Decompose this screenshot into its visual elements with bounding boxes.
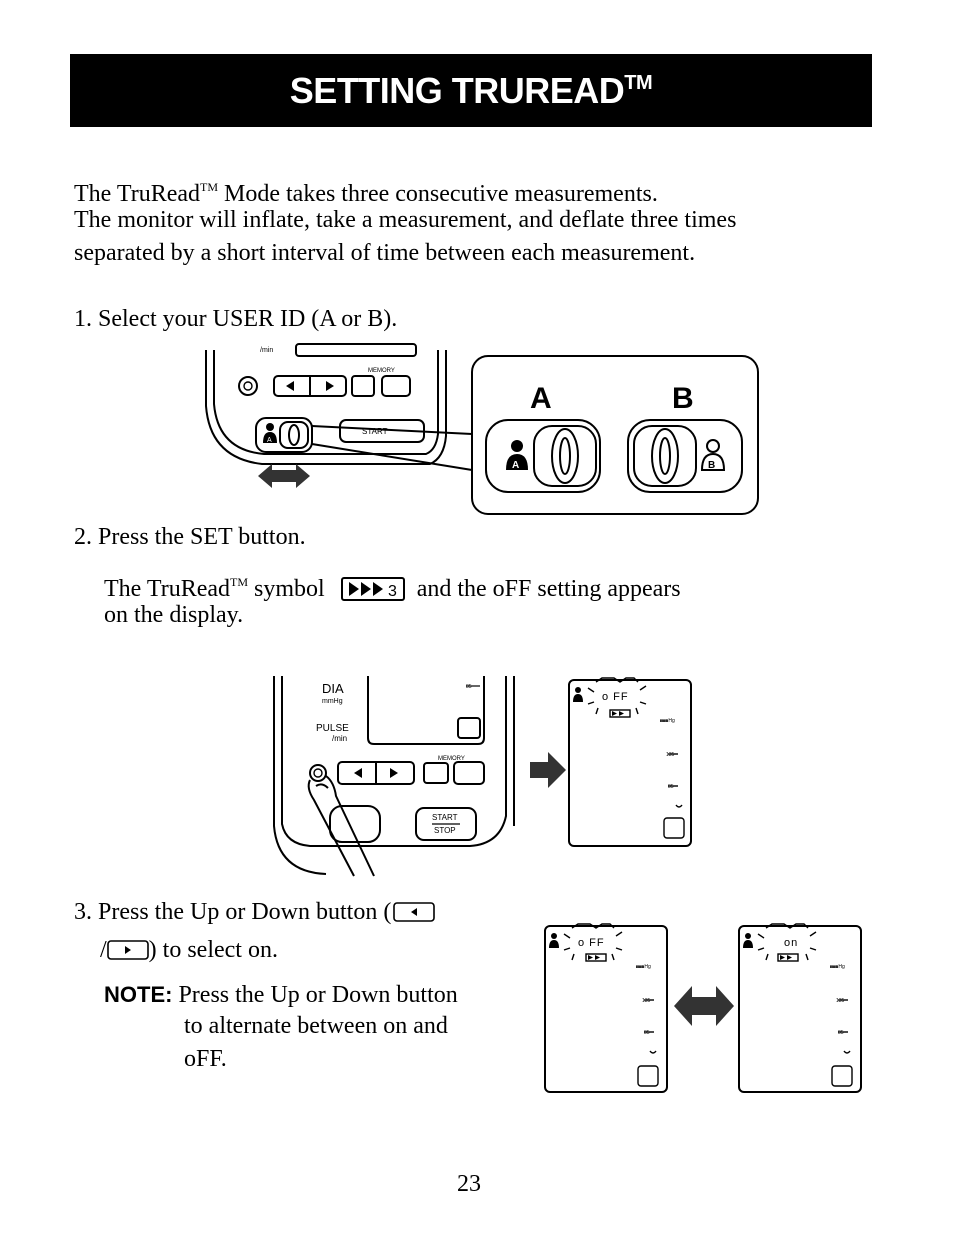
lcd-on-tick-135: 135 bbox=[836, 998, 845, 1004]
memory-label: MEMORY bbox=[368, 368, 395, 374]
lcd-off-tick-85: 85 bbox=[644, 1030, 650, 1036]
lcd-on-value: on bbox=[784, 937, 798, 949]
intro-line-1: The TruReadTM Mode takes three consecuti… bbox=[74, 180, 658, 207]
lcd-on-tick-85: 85 bbox=[838, 1030, 844, 1036]
user-a-big-label: A bbox=[530, 382, 552, 415]
step-1-text: 1. Select your USER ID (A or B). bbox=[74, 306, 398, 332]
min-label: /min bbox=[260, 347, 273, 354]
step-3-text-line-2: / ) to select on. bbox=[100, 937, 278, 963]
page-title: SETTING TRUREADTM bbox=[289, 69, 653, 111]
note: NOTE: Press the Up or Down button bbox=[104, 982, 458, 1008]
device-mmhg-label: mmHg bbox=[322, 698, 343, 705]
lcd-value: o FF bbox=[602, 691, 629, 703]
device-dia-label: DIA bbox=[322, 681, 344, 696]
lcd-mmhg: mmHg bbox=[660, 718, 675, 724]
svg-text:3: 3 bbox=[388, 583, 397, 600]
lcd-off-value: o FF bbox=[578, 937, 605, 949]
lcd-tick-85: 85 bbox=[668, 784, 674, 790]
user-a-small-label: A bbox=[267, 437, 272, 444]
step-2-arrow bbox=[530, 752, 566, 788]
step-3-lcd-off: o FF mmHg 135 85 bbox=[544, 923, 668, 1093]
step-1-illustration: MEMORY START /min A A B A B bbox=[205, 343, 759, 515]
device-start-label: START bbox=[432, 813, 458, 822]
step-2-device-illustration: DIA mmHg PULSE /min 85 MEMORY START STOP bbox=[273, 676, 515, 877]
lcd-off-mmhg: mmHg bbox=[636, 964, 651, 970]
lcd-on-mmhg: mmHg bbox=[830, 964, 845, 970]
note-label: NOTE: bbox=[104, 982, 173, 1007]
note-line-3: oFF. bbox=[184, 1046, 227, 1072]
page-number: 23 bbox=[457, 1171, 481, 1197]
truread-symbol-icon: 3 bbox=[340, 577, 405, 602]
step-3-lcd-on: on mmHg 135 85 bbox=[738, 923, 862, 1093]
step-3-text-line-1: 3. Press the Up or Down button ( bbox=[74, 896, 436, 929]
down-button-icon bbox=[106, 940, 149, 961]
lcd-off-tick-135: 135 bbox=[642, 998, 651, 1004]
step-2-description-line-2: on the display. bbox=[104, 602, 244, 628]
user-a-icon-letter: A bbox=[512, 460, 519, 471]
device-pulse-label: PULSE bbox=[316, 723, 349, 734]
step-2-lcd-display: o FF mmHg 135 85 bbox=[568, 677, 692, 847]
step-2-description: The TruReadTM symbol 3 and the oFF setti… bbox=[104, 575, 681, 602]
intro-line-2: The monitor will inflate, take a measure… bbox=[74, 207, 737, 233]
up-button-icon bbox=[393, 902, 436, 923]
intro-line-3: separated by a short interval of time be… bbox=[74, 240, 696, 266]
user-b-icon-letter: B bbox=[708, 460, 715, 471]
step-2-text: 2. Press the SET button. bbox=[74, 524, 306, 550]
note-line-2: to alternate between on and bbox=[184, 1013, 448, 1039]
user-b-big-label: B bbox=[672, 382, 694, 415]
title-bar: SETTING TRUREADTM bbox=[70, 54, 872, 127]
step-3-double-arrow bbox=[674, 986, 734, 1026]
device-tick-85: 85 bbox=[466, 684, 472, 690]
start-label: START bbox=[362, 427, 388, 436]
lcd-tick-135: 135 bbox=[666, 752, 675, 758]
device-memory-label: MEMORY bbox=[438, 756, 465, 762]
device-min-label: /min bbox=[332, 734, 347, 743]
device-stop-label: STOP bbox=[434, 826, 456, 835]
